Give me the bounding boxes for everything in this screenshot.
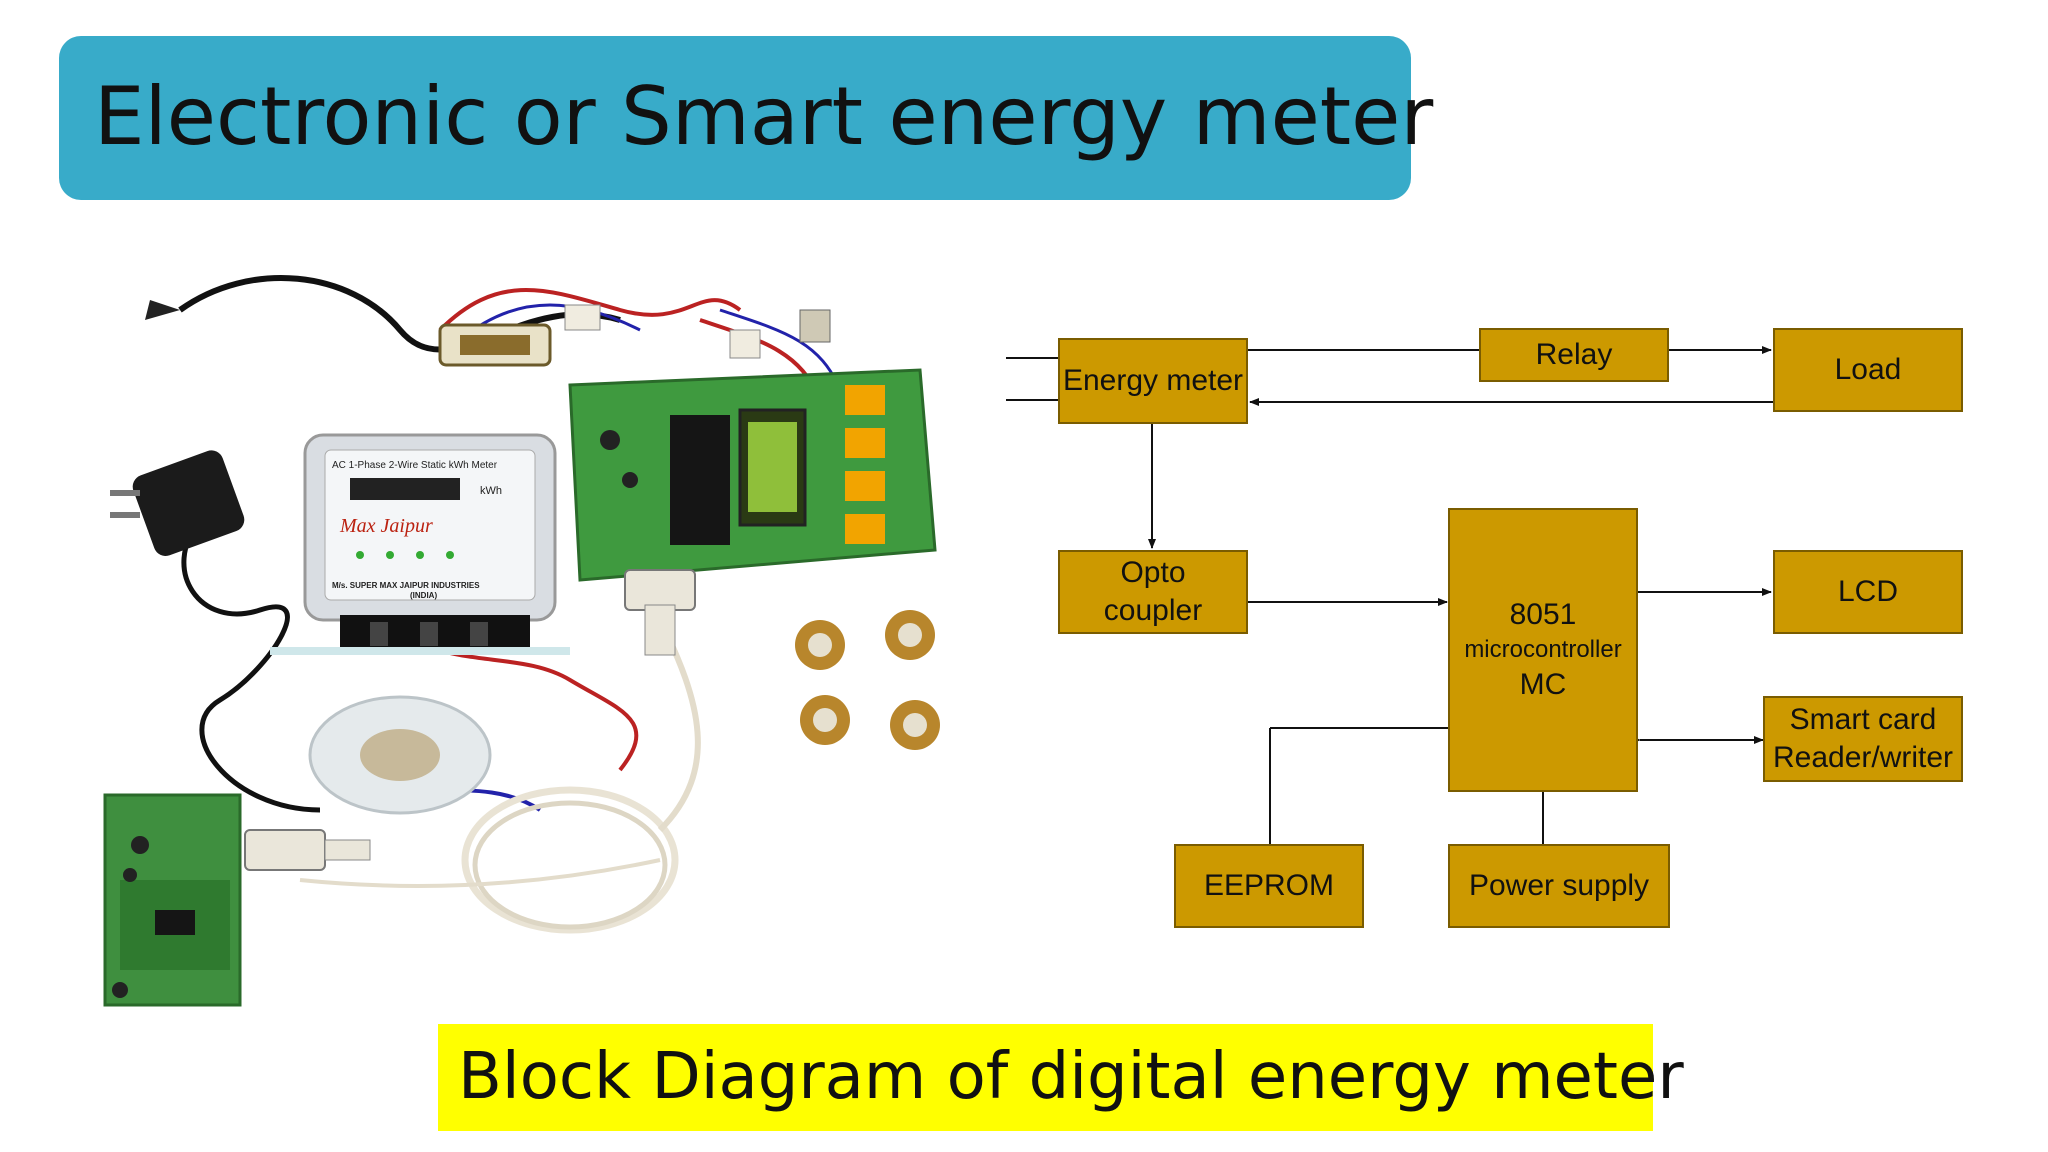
svg-text:Max Jaipur: Max Jaipur (339, 515, 433, 537)
slide-caption: Block Diagram of digital energy meter (458, 1040, 1684, 1114)
mcu-label-line2: microcontroller (1464, 636, 1622, 663)
opto-label-line1: Opto (1120, 556, 1186, 589)
relay-label: Relay (1535, 338, 1613, 371)
lcd-block: LCD (1773, 550, 1963, 634)
mcu-label-line3: MC (1519, 668, 1567, 701)
svg-text:M/s. SUPER MAX JAIPUR INDUSTRI: M/s. SUPER MAX JAIPUR INDUSTRIES (332, 581, 480, 590)
smartcard-label-line1: Smart card (1789, 703, 1937, 736)
energy-meter-device: AC 1-Phase 2-Wire Static kWh Meter kWh M… (303, 433, 557, 655)
caption-bar (438, 1024, 1653, 1131)
eeprom-label: EEPROM (1203, 869, 1335, 902)
connector-lines (1006, 346, 1773, 844)
cable-plug (145, 300, 180, 320)
load-label: Load (1834, 353, 1902, 386)
svg-text:kWh: kWh (480, 485, 502, 497)
slide-title: Electronic or Smart energy meter (94, 70, 1434, 163)
microcontroller-block: 8051 microcontroller MC (1448, 508, 1638, 792)
potentiometers (795, 610, 940, 750)
smartcard-label-line2: Reader/writer (1772, 741, 1954, 774)
energy-meter-label: Energy meter (1062, 364, 1244, 397)
smartcard-pcb (103, 793, 242, 1007)
title-bar (59, 36, 1411, 200)
top-connector (438, 323, 552, 367)
power-supply-block: Power supply (1448, 844, 1670, 928)
mcu-label-line1: 8051 (1509, 598, 1577, 631)
main-pcb (568, 368, 937, 582)
power-adapter (110, 450, 245, 557)
opto-coupler-block: Opto coupler (1058, 550, 1248, 634)
bulb (308, 695, 492, 815)
svg-text:AC 1-Phase 2-Wire Static kWh M: AC 1-Phase 2-Wire Static kWh Meter (332, 460, 498, 471)
lcd-label: LCD (1837, 575, 1898, 608)
black-cable (178, 275, 621, 353)
prototype-photo: AC 1-Phase 2-Wire Static kWh Meter kWh M… (103, 275, 940, 1007)
eeprom-block: EEPROM (1174, 844, 1364, 928)
energy-meter-block: Energy meter (1058, 338, 1248, 424)
power-supply-label: Power supply (1468, 869, 1650, 902)
block-diagram: Energy meter Relay Load Opto coupler 805… (990, 300, 1990, 950)
relay-block: Relay (1479, 328, 1669, 382)
smart-card-block: Smart card Reader/writer (1763, 696, 1963, 782)
opto-label-line2: coupler (1103, 594, 1203, 627)
load-block: Load (1773, 328, 1963, 412)
svg-text:(INDIA): (INDIA) (410, 591, 437, 600)
